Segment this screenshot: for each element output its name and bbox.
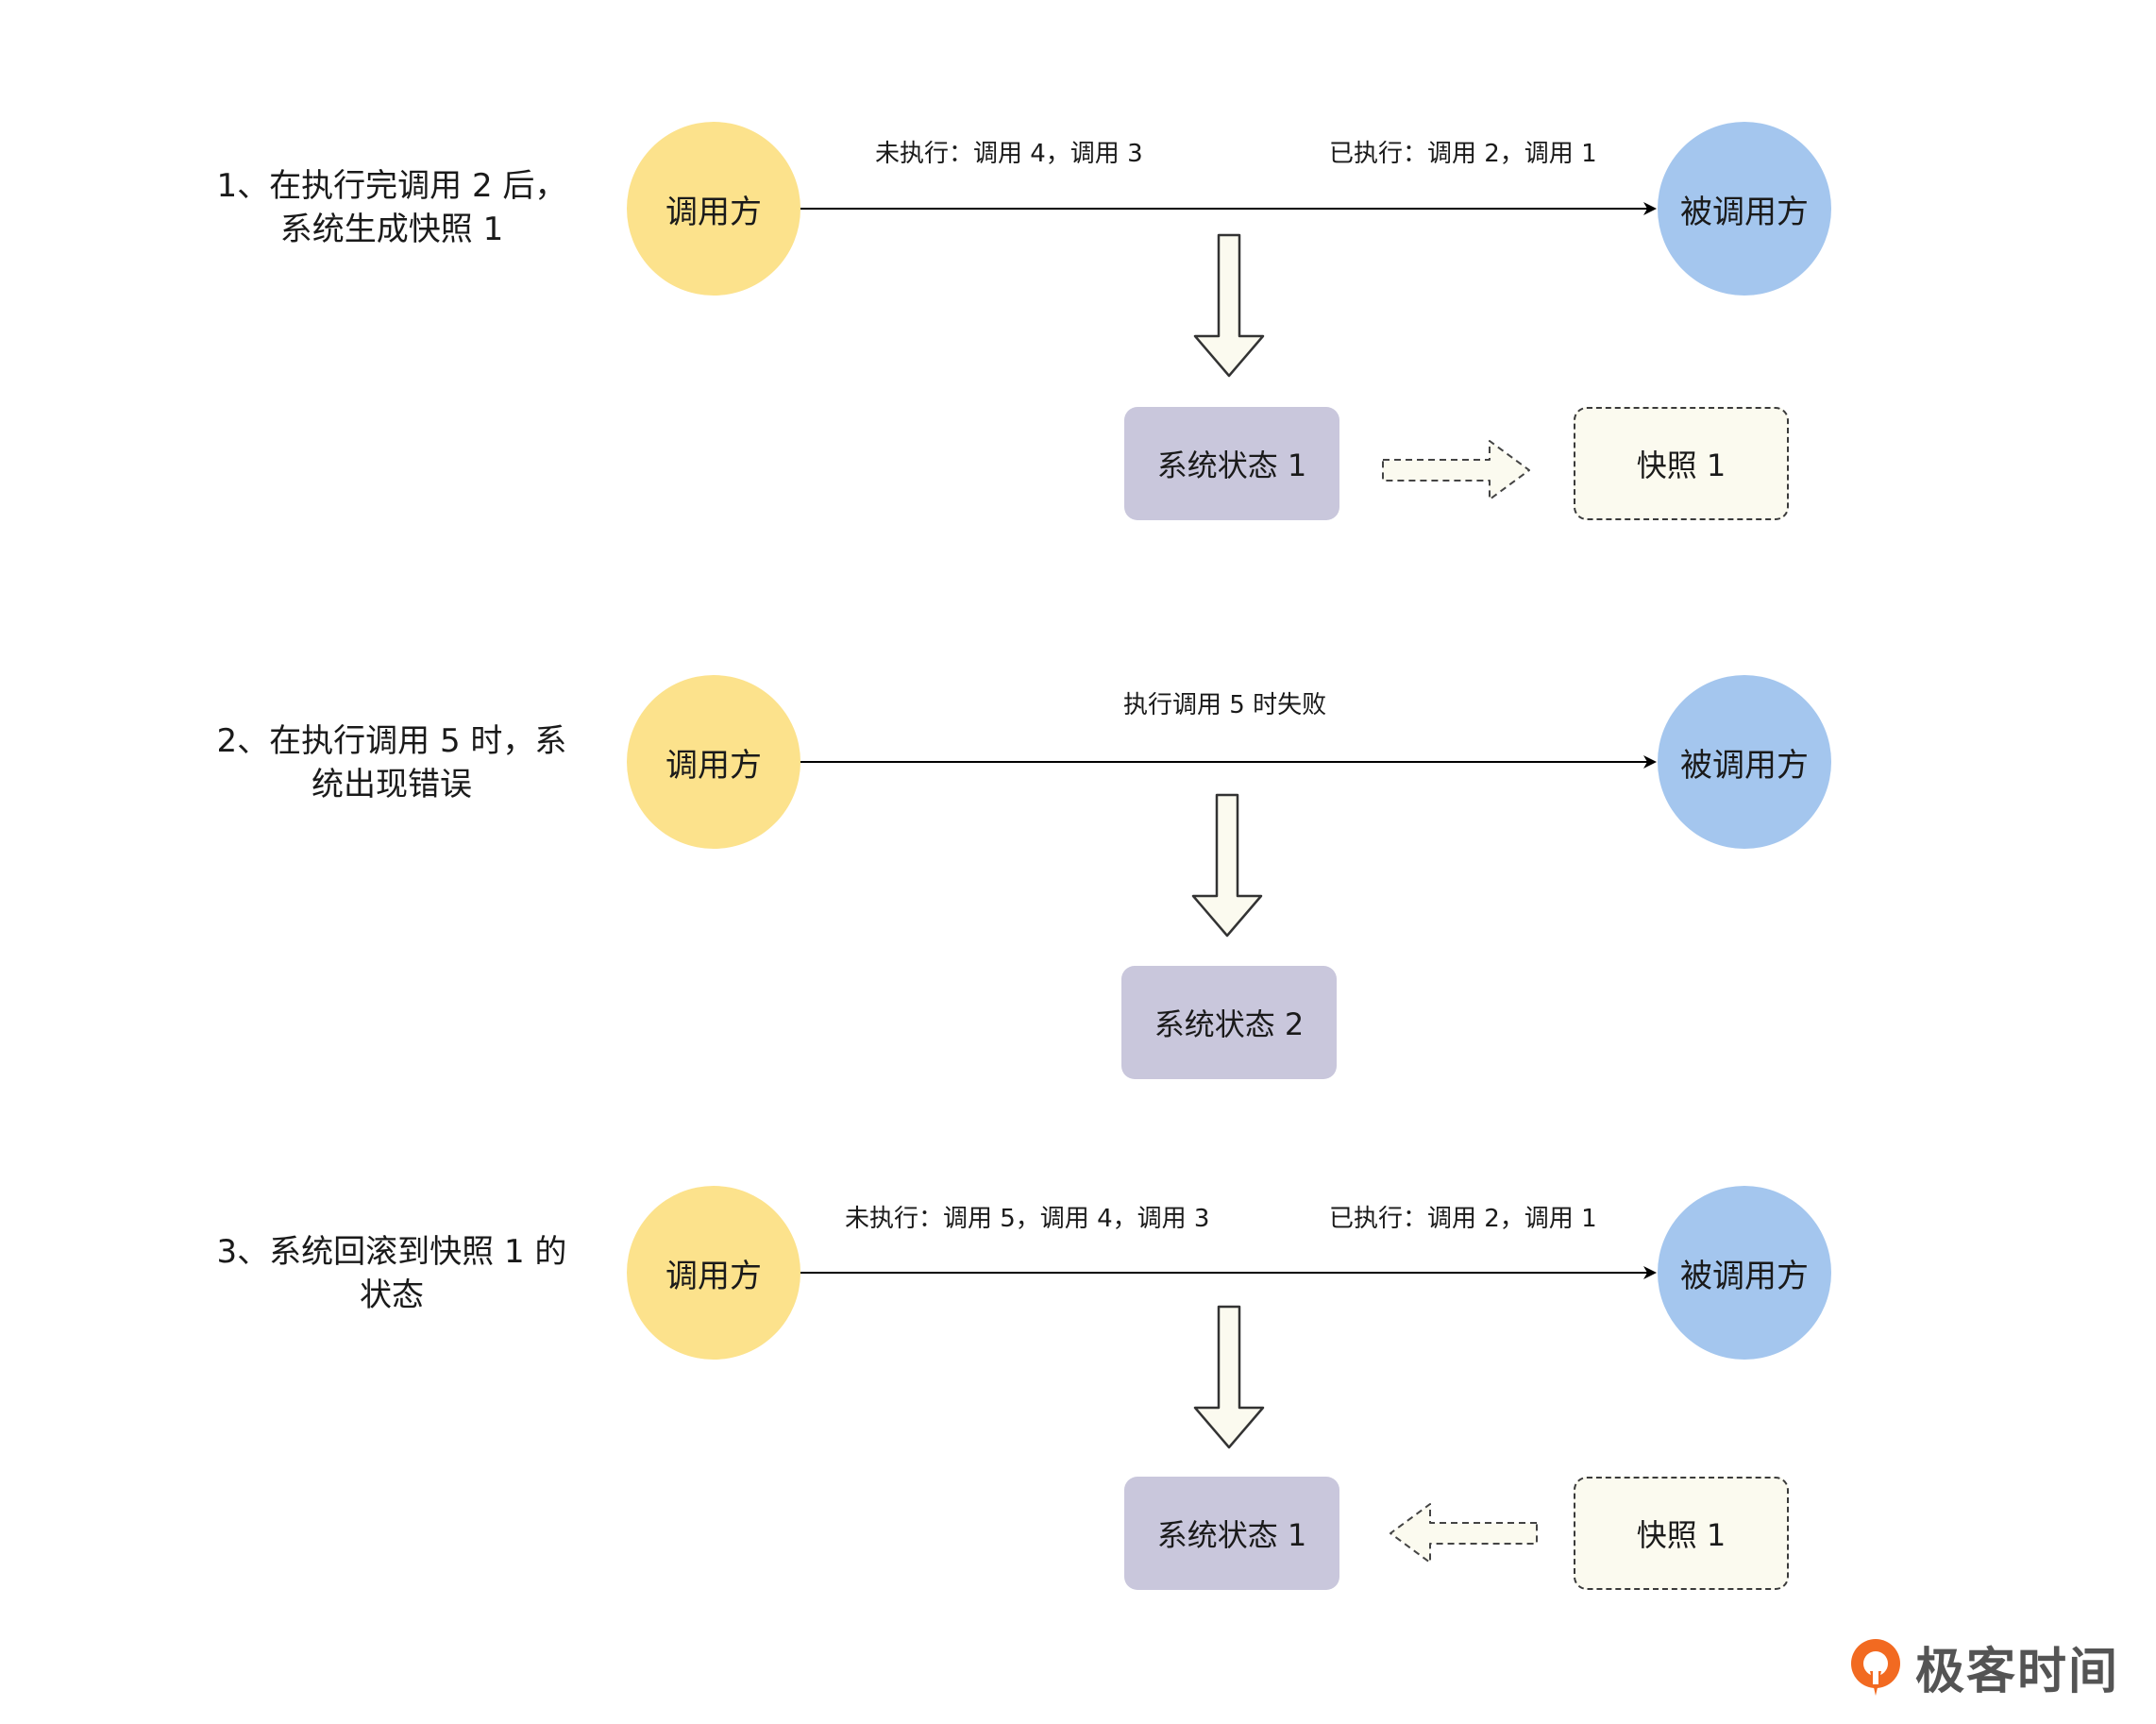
callee-node-1: 被调用方: [1658, 122, 1831, 296]
rollback-arrow: [1390, 1503, 1538, 1563]
system-state-1: 系统状态 1: [1124, 407, 1339, 520]
save-snapshot-arrow: [1382, 440, 1530, 500]
pending-calls-3: 未执行：调用 5，调用 4，调用 3: [845, 1205, 1210, 1233]
snapshot-box-1: 快照 1: [1574, 407, 1789, 520]
down-arrow-2: [1191, 793, 1263, 938]
callee-node-3: 被调用方: [1658, 1186, 1831, 1360]
done-calls-3: 已执行：调用 2，调用 1: [1329, 1205, 1597, 1233]
system-state-3: 系统状态 1: [1124, 1477, 1339, 1590]
step-3-label: 3、系统回滚到快照 1 的 状态: [216, 1233, 567, 1314]
down-arrow-1: [1193, 233, 1265, 378]
step-1-label: 1、在执行完调用 2 后， 系统生成快照 1: [216, 167, 567, 248]
pending-calls-1: 未执行：调用 4，调用 3: [875, 140, 1143, 168]
caller-node-3: 调用方: [627, 1186, 800, 1360]
done-calls-1: 已执行：调用 2，调用 1: [1329, 140, 1597, 168]
geektime-logo: 极客时间: [1845, 1631, 2119, 1702]
step-2-label: 2、在执行调用 5 时，系 统出现错误: [216, 722, 567, 803]
failure-message: 执行调用 5 时失败: [1123, 691, 1327, 719]
callee-node-2: 被调用方: [1658, 675, 1831, 849]
logo-text: 极客时间: [1915, 1644, 2120, 1700]
caller-node-2: 调用方: [627, 675, 800, 849]
geektime-logo-icon: [1851, 1638, 1900, 1696]
caller-node-1: 调用方: [627, 122, 800, 296]
system-state-2: 系统状态 2: [1121, 966, 1337, 1079]
down-arrow-3: [1193, 1305, 1265, 1449]
snapshot-box-3: 快照 1: [1574, 1477, 1789, 1590]
